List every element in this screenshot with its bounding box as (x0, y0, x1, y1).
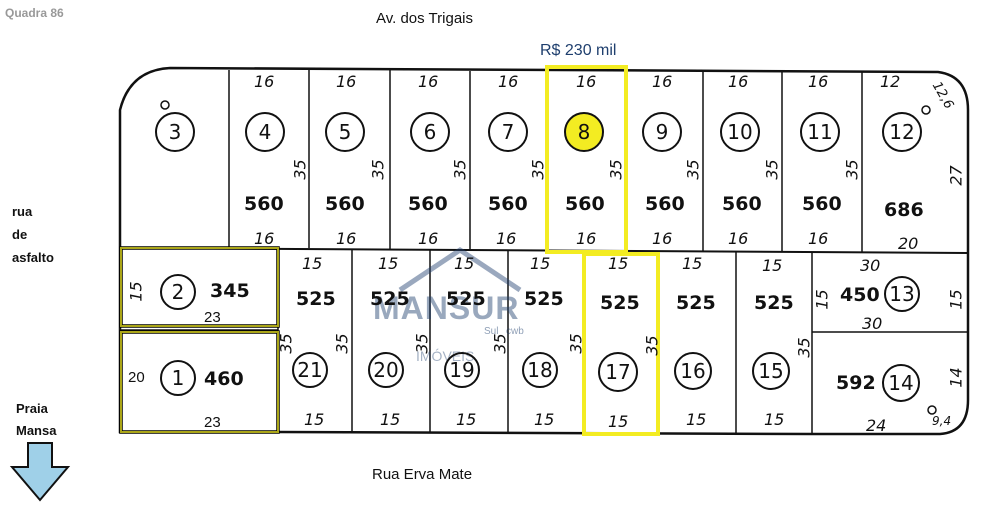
lot-14[interactable]: 14 (882, 364, 920, 402)
lot-1[interactable]: 1 (160, 360, 196, 396)
watermark-sub: Sul (484, 326, 499, 337)
street-top: Av. dos Trigais (376, 10, 473, 27)
lot-2[interactable]: 2 (160, 274, 196, 310)
lot-5[interactable]: 5 (325, 112, 365, 152)
lot-8[interactable]: 8 (564, 112, 604, 152)
direction-label: Praia Mansa (16, 401, 57, 438)
lot-4[interactable]: 4 (245, 112, 285, 152)
lot-6[interactable]: 6 (410, 112, 450, 152)
watermark-sub2: cwb (506, 326, 524, 337)
lot-12[interactable]: 12 (882, 112, 922, 152)
watermark-brand: MANSUR (373, 290, 520, 326)
lot-10[interactable]: 10 (720, 112, 760, 152)
lot-21[interactable]: 21 (292, 352, 328, 388)
lot-19[interactable]: 19 (444, 352, 480, 388)
lot-15[interactable]: 15 (752, 352, 790, 390)
lot-13[interactable]: 13 (884, 276, 920, 312)
street-bottom: Rua Erva Mate (372, 466, 473, 483)
block-label: Quadra 86 (5, 6, 64, 20)
lot-7[interactable]: 7 (488, 112, 528, 152)
lot-20[interactable]: 20 (368, 352, 404, 388)
street-left: rua de asfalto (12, 204, 54, 265)
lot-18[interactable]: 18 (522, 352, 558, 388)
lot-17[interactable]: 17 (598, 352, 638, 392)
lot-9[interactable]: 9 (642, 112, 682, 152)
lot-3[interactable]: 3 (155, 112, 195, 152)
south-arrow-icon (9, 442, 71, 502)
lot-16[interactable]: 16 (674, 352, 712, 390)
lot-11[interactable]: 11 (800, 112, 840, 152)
price-label: R$ 230 mil (540, 42, 617, 59)
